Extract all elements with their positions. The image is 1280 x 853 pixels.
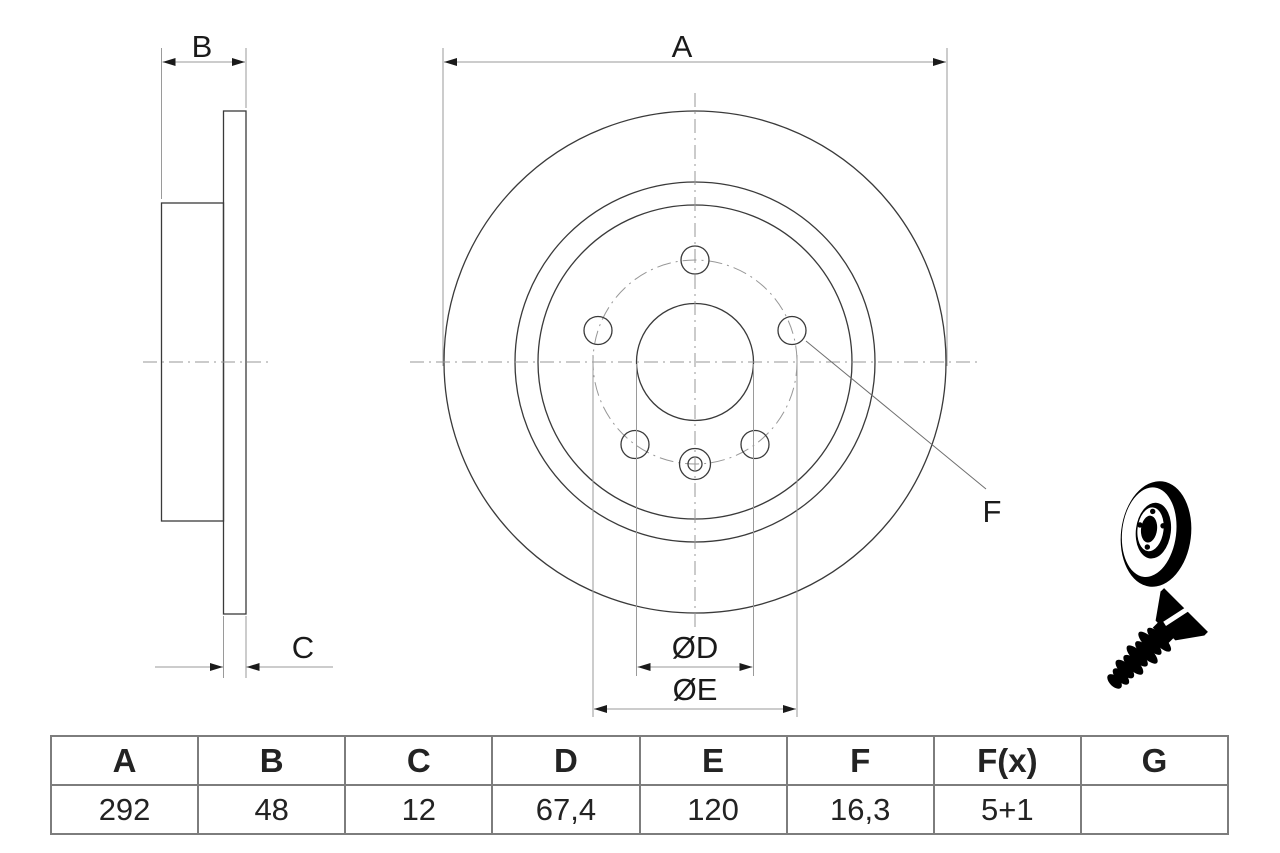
spec-header-g: G bbox=[1079, 735, 1230, 786]
spec-value-d: 67,4 bbox=[491, 784, 641, 835]
dimension-c: C bbox=[155, 616, 333, 678]
spec-value-g bbox=[1079, 784, 1230, 835]
spec-header-d: D bbox=[491, 735, 641, 786]
spec-header-fx: F(x) bbox=[932, 735, 1082, 786]
pin-hole-outer bbox=[678, 447, 712, 481]
countersunk-screw-icon bbox=[1107, 588, 1208, 689]
dim-f-label: F bbox=[983, 494, 1002, 529]
callout-f: F bbox=[805, 340, 1002, 529]
spec-table: A B C D E F F(x) G 292 48 12 67,4 120 16… bbox=[49, 735, 1230, 835]
spec-value-a: 292 bbox=[49, 784, 200, 835]
spec-header-f: F bbox=[785, 735, 935, 786]
bolt-hole-lower-right bbox=[740, 429, 770, 460]
spec-table-header-row: A B C D E F F(x) G bbox=[49, 735, 1230, 786]
spec-value-c: 12 bbox=[344, 784, 494, 835]
spec-value-b: 48 bbox=[197, 784, 347, 835]
dim-d-label: ØD bbox=[672, 630, 719, 665]
bolt-hole-upper-right bbox=[777, 315, 807, 346]
dimension-d: ØD bbox=[636, 364, 754, 676]
spec-table-value-row: 292 48 12 67,4 120 16,3 5+1 bbox=[49, 784, 1230, 835]
bolt-hole-lower-left bbox=[620, 429, 650, 460]
front-view bbox=[410, 93, 978, 628]
spec-header-e: E bbox=[638, 735, 788, 786]
dim-b-label: B bbox=[192, 29, 213, 64]
spec-value-f: 16,3 bbox=[785, 784, 935, 835]
side-view bbox=[143, 110, 271, 615]
dim-a-label: A bbox=[672, 29, 693, 64]
spec-header-c: C bbox=[344, 735, 494, 786]
brake-disc-3d-icon bbox=[1120, 481, 1192, 587]
bolt-hole-upper-left bbox=[583, 315, 613, 346]
dim-c-label: C bbox=[292, 630, 314, 665]
spec-header-a: A bbox=[49, 735, 200, 786]
dimension-a: A bbox=[442, 29, 948, 366]
dimension-b: B bbox=[161, 29, 247, 199]
f-leader-line bbox=[805, 340, 987, 490]
spec-value-e: 120 bbox=[638, 784, 788, 835]
spec-value-fx: 5+1 bbox=[932, 784, 1082, 835]
dim-e-label: ØE bbox=[673, 672, 718, 707]
dimension-e: ØE bbox=[592, 355, 798, 717]
bolt-hole-top bbox=[680, 245, 710, 275]
spec-header-b: B bbox=[197, 735, 347, 786]
